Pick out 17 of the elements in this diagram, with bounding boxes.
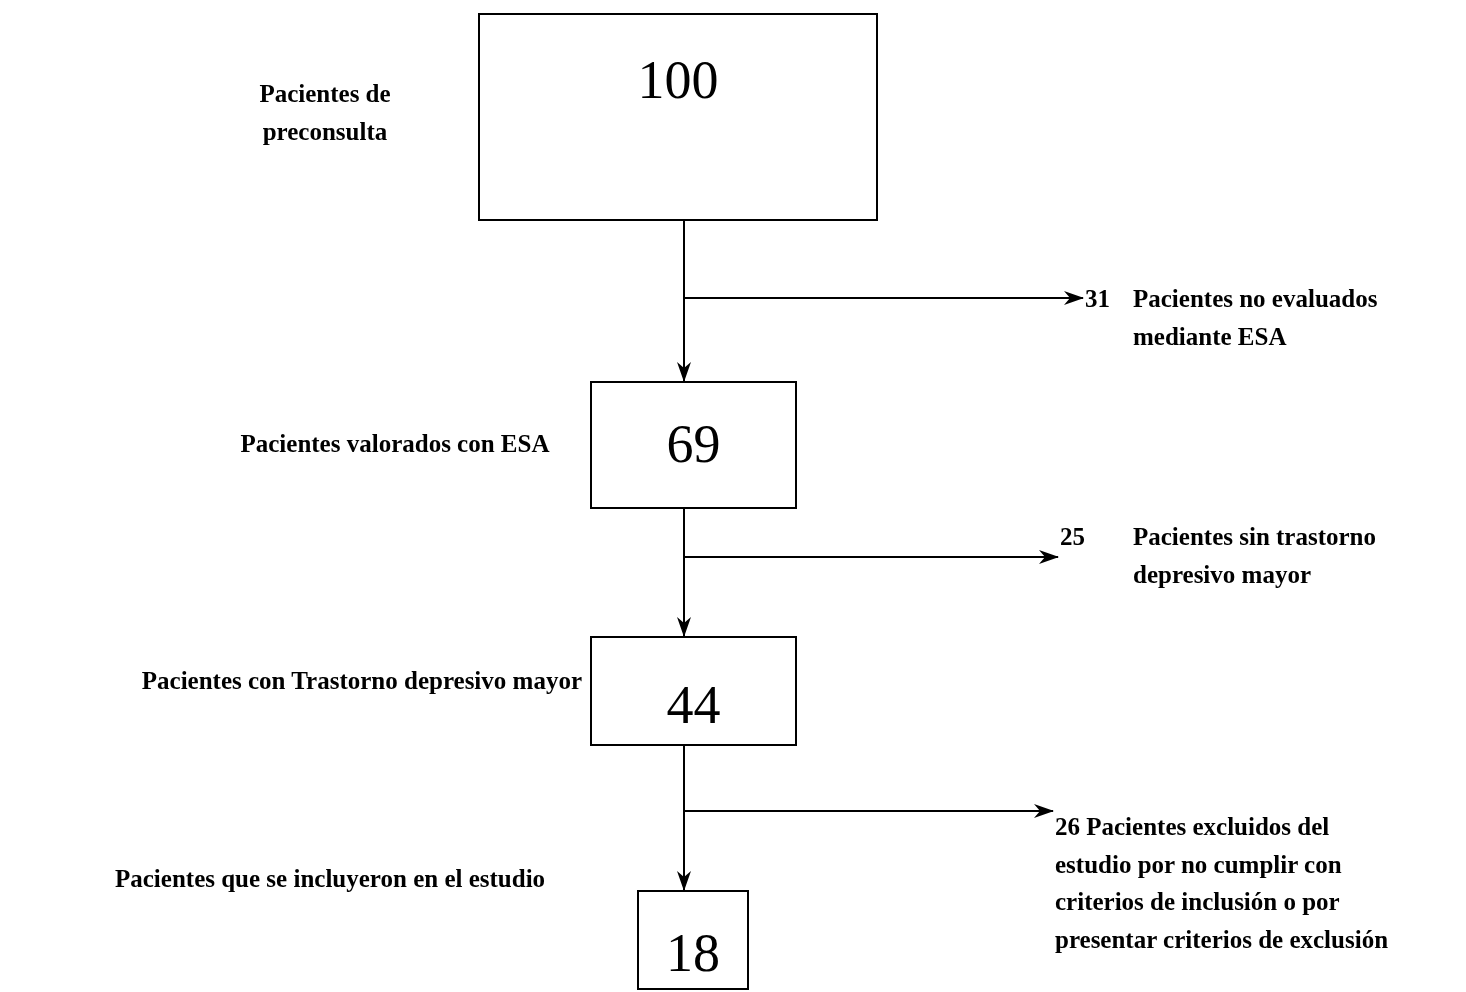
count-number: 18	[666, 926, 720, 980]
count-number: 31	[1085, 284, 1111, 314]
stage-label: Pacientes valorados con ESA	[239, 429, 551, 459]
count-number: 44	[666, 678, 721, 732]
count-box	[478, 13, 878, 221]
count-box	[590, 636, 797, 746]
stage-label: Pacientes con Trastorno depresivo mayor	[140, 666, 582, 696]
stage-label: Pacientes de preconsulta	[258, 79, 392, 147]
count-box	[637, 890, 749, 990]
outcome-text: Pacientes sin trastorno depresivo mayor	[1133, 522, 1378, 590]
count-box	[590, 381, 797, 509]
stage-label: Pacientes que se incluyeron en el estudio	[115, 864, 547, 894]
outcome-text: Pacientes no evaluados mediante ESA	[1133, 284, 1379, 352]
count-number: 100	[637, 53, 719, 107]
count-number: 69	[666, 417, 721, 471]
outcome-text: 26 Pacientes excluidos del estudio por no cumplir con criterios de inclusión o por presentar criterios de exclusión	[1055, 808, 1405, 990]
count-number: 25	[1060, 522, 1086, 552]
